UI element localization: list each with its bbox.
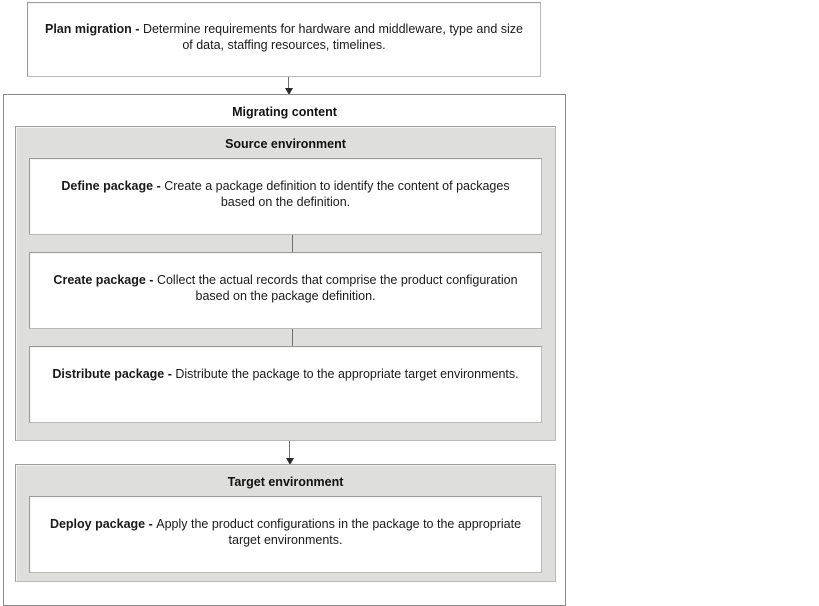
step-text: Deploy package - Apply the product confi… <box>30 516 541 548</box>
connector-create-to-distribute-arrow-icon <box>288 329 297 353</box>
group-title-migrating-content: Migrating content <box>232 105 337 119</box>
step-box-define-package[interactable]: Define package - Create a package defini… <box>29 158 542 235</box>
step-text: Define package - Create a package defini… <box>30 178 541 210</box>
step-label: Distribute package - <box>52 367 176 381</box>
group-migrating-content[interactable]: Migrating content Source environment Def… <box>3 94 566 606</box>
connector-define-to-create-arrow-icon <box>288 235 297 259</box>
step-text: Plan migration - Determine requirements … <box>28 21 540 53</box>
connector-plan-to-migrating-content-arrow-icon <box>284 77 293 95</box>
step-description: Create a package definition to identify … <box>164 179 510 209</box>
step-description: Determine requirements for hardware and … <box>142 22 523 52</box>
step-box-distribute-package[interactable]: Distribute package - Distribute the pack… <box>29 346 542 423</box>
step-text: Distribute package - Distribute the pack… <box>38 366 532 382</box>
connector-source-to-target-arrow-icon <box>285 441 294 465</box>
step-box-plan-migration[interactable]: Plan migration - Determine requirements … <box>27 2 541 77</box>
step-label: Create package - <box>53 273 157 287</box>
step-text: Create package - Collect the actual reco… <box>30 272 541 304</box>
step-description: Collect the actual records that comprise… <box>156 273 518 303</box>
step-description: Apply the product configurations in the … <box>156 517 522 547</box>
step-box-create-package[interactable]: Create package - Collect the actual reco… <box>29 252 542 329</box>
group-title-source-environment: Source environment <box>225 137 346 151</box>
group-target-environment[interactable]: Target environment Deploy package - Appl… <box>15 464 556 582</box>
step-label: Deploy package - <box>49 517 157 531</box>
group-title-target-environment: Target environment <box>227 475 344 489</box>
group-source-environment[interactable]: Source environment Define package - Crea… <box>15 126 556 441</box>
step-label: Define package - <box>61 179 165 193</box>
step-description: Distribute the package to the appropriat… <box>175 367 519 381</box>
step-box-deploy-package[interactable]: Deploy package - Apply the product confi… <box>29 496 542 573</box>
step-label: Plan migration - <box>45 22 143 36</box>
